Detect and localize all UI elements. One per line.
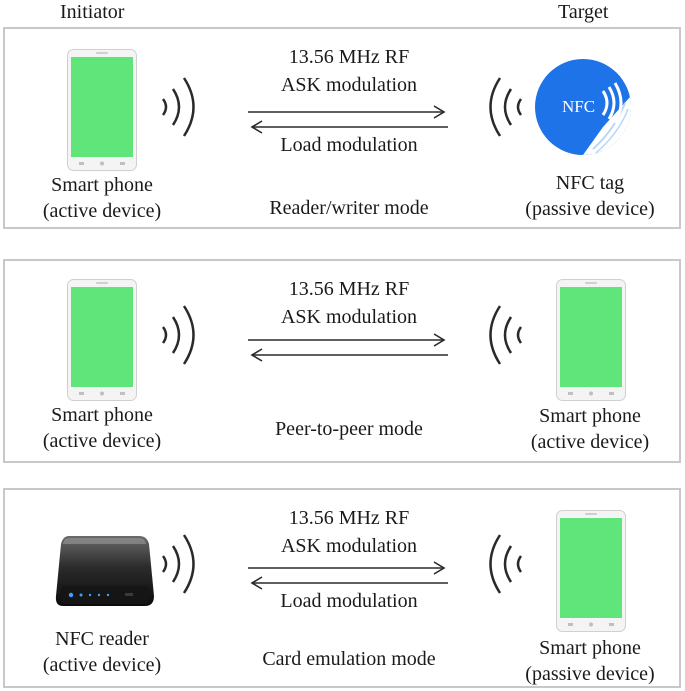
initiator-header: Initiator (60, 1, 125, 23)
waves-icon (489, 534, 523, 594)
rf-frequency: 13.56 MHz RF (288, 46, 410, 68)
smartphone-icon (556, 279, 626, 401)
arrow-right-icon (248, 105, 446, 119)
rf-frequency: 13.56 MHz RF (288, 507, 410, 529)
smartphone-icon (556, 510, 626, 632)
arrow-right-icon (248, 561, 446, 575)
right-device-name: NFC tag (555, 172, 625, 194)
mode-label: Peer-to-peer mode (275, 418, 423, 440)
return-label: Load modulation (280, 590, 418, 612)
rf-label: 13.56 MHz RF ASK modulation (229, 43, 469, 99)
mode-label: Reader/writer mode (269, 197, 429, 219)
smartphone-icon (67, 49, 137, 171)
left-device-label: NFC reader (active device) (5, 626, 199, 678)
card-emulation-panel: NFC reader (active device) 13.56 MHz RF … (3, 488, 681, 688)
right-device-role: (passive device) (525, 198, 655, 220)
rf-label: 13.56 MHz RF ASK modulation (229, 504, 469, 560)
arrow-left-icon (250, 120, 448, 134)
waves-icon (161, 305, 195, 365)
right-device-name: Smart phone (539, 405, 641, 427)
arrow-right-icon (248, 333, 446, 347)
left-device-name: NFC reader (55, 628, 149, 650)
nfc-reader-icon (55, 536, 155, 606)
right-device-label: NFC tag (passive device) (495, 170, 685, 222)
right-device-label: Smart phone (active device) (495, 403, 685, 455)
rf-label: 13.56 MHz RF ASK modulation (229, 275, 469, 331)
left-device-role: (active device) (42, 200, 162, 222)
target-header: Target (558, 1, 609, 23)
arrow-left-icon (250, 348, 448, 362)
rf-frequency: 13.56 MHz RF (288, 278, 410, 300)
waves-icon (161, 534, 195, 594)
left-device-name: Smart phone (51, 174, 153, 196)
mode-label: Card emulation mode (262, 648, 436, 670)
reader-writer-panel: Smart phone (active device) 13.56 MHz RF… (3, 27, 681, 229)
rf-modulation: ASK modulation (280, 74, 418, 96)
right-device-label: Smart phone (passive device) (495, 635, 685, 687)
right-device-role: (active device) (530, 431, 650, 453)
return-label: Load modulation (280, 134, 418, 156)
left-device-role: (active device) (42, 654, 162, 676)
right-device-name: Smart phone (539, 637, 641, 659)
peer-to-peer-panel: Smart phone (active device) 13.56 MHz RF… (3, 259, 681, 463)
left-device-label: Smart phone (active device) (5, 172, 199, 224)
arrow-left-icon (250, 576, 448, 590)
left-device-label: Smart phone (active device) (5, 402, 199, 454)
right-device-role: (passive device) (525, 663, 655, 685)
left-device-name: Smart phone (51, 404, 153, 426)
nfc-tag-icon: NFC (535, 59, 632, 156)
waves-icon (489, 77, 523, 137)
waves-icon (489, 305, 523, 365)
smartphone-icon (67, 279, 137, 401)
rf-modulation: ASK modulation (280, 306, 418, 328)
nfc-tag-text: NFC (562, 97, 595, 116)
left-device-role: (active device) (42, 430, 162, 452)
waves-icon (161, 77, 195, 137)
rf-modulation: ASK modulation (280, 535, 418, 557)
